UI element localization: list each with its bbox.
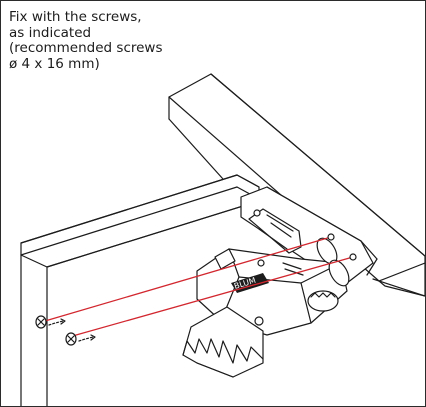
screw-icon (65, 332, 77, 346)
instruction-caption: Fix with the screws, as indicated (recom… (9, 9, 209, 72)
screw-icon (35, 315, 47, 329)
caption-line: (recommended screws (9, 40, 163, 56)
screw-hole (349, 253, 357, 261)
screw-hole (327, 233, 335, 241)
arrow-icon (48, 318, 66, 326)
arrow-icon (78, 334, 96, 342)
lift-mechanism: BLUM (182, 186, 378, 378)
caption-line: as indicated (9, 24, 92, 41)
caption-line: Fix with the screws, (9, 9, 142, 25)
screw-guide-lines (44, 236, 354, 338)
caption-line: ø 4 x 16 mm) (9, 55, 100, 72)
